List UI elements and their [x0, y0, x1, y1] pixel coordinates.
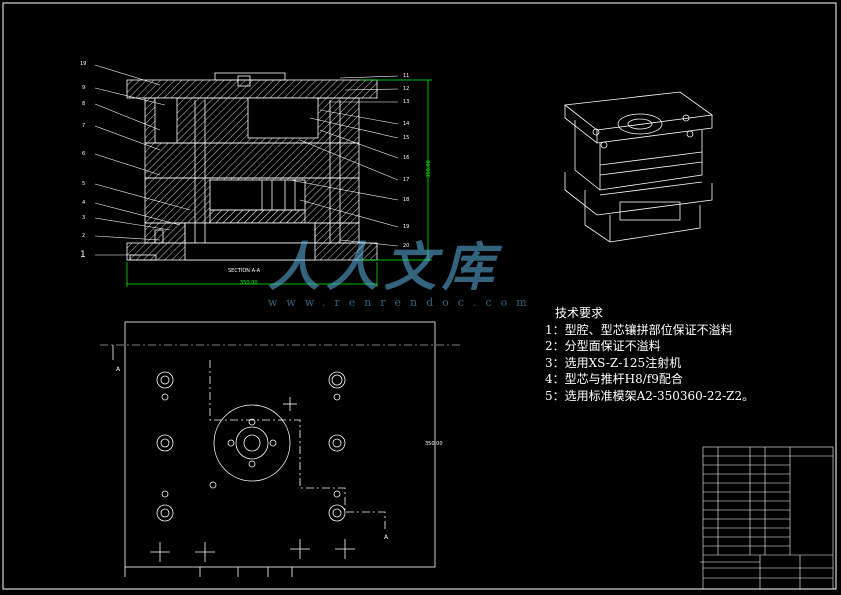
watermark: 人人文库 www.renrendoc.com: [268, 225, 536, 309]
tech-title: 技术要求: [555, 306, 604, 320]
tech-item: 1：型腔、型芯镶拼部位保证不溢料: [545, 322, 733, 337]
callout-left-6: 4: [82, 200, 86, 206]
callout-left-1: 9: [82, 85, 86, 91]
callout-right-8: 19: [403, 224, 410, 230]
technical-requirements: 技术要求 1：型腔、型芯镶拼部位保证不溢料 2：分型面保证不溢料 3：选用XS-…: [545, 305, 754, 404]
callout-left-9: 1: [80, 250, 86, 260]
plan-view: [100, 321, 460, 577]
height-dimension: 350.00: [425, 160, 432, 178]
callout-right-1: 12: [403, 86, 410, 92]
width-dimension: 350.00: [240, 280, 258, 286]
callout-left-4: 6: [82, 151, 86, 157]
section-view: [126, 72, 378, 261]
callout-right-2: 13: [403, 99, 410, 105]
callout-right-3: 14: [403, 121, 410, 127]
leaders-right: [289, 75, 399, 247]
section-label: SECTION A-A: [228, 268, 261, 274]
section-mark-bottom: A: [384, 534, 389, 541]
tech-item: 4：型芯与推杆H8/f9配合: [545, 372, 683, 386]
section-mark-top: A: [116, 366, 121, 373]
callout-left-0: 19: [80, 61, 87, 67]
watermark-url: www.renrendoc.com: [268, 296, 536, 309]
callout-left-7: 3: [82, 215, 86, 221]
leaders-left: [94, 64, 191, 256]
watermark-text: 人人文库: [268, 237, 501, 298]
callout-left-8: 2: [82, 233, 86, 239]
plan-height-dimension: 350.00: [425, 441, 443, 447]
callout-right-9: 20: [403, 243, 410, 249]
callout-right-6: 17: [403, 177, 410, 183]
tech-item: 2：分型面保证不溢料: [545, 339, 661, 353]
title-block: [700, 446, 834, 590]
callout-right-4: 15: [403, 135, 410, 141]
dimension-lines: [126, 79, 432, 287]
tech-item: 5：选用标准模架A2-350360-22-Z2。: [545, 388, 755, 403]
callout-left-2: 8: [82, 101, 86, 107]
callout-right-7: 18: [403, 197, 410, 203]
callout-left-5: 5: [82, 181, 86, 187]
isometric-view: [563, 91, 714, 243]
callout-left-3: 7: [82, 123, 86, 129]
callout-right-0: 11: [403, 73, 410, 79]
callout-right-5: 16: [403, 155, 410, 161]
tech-item: 3：选用XS-Z-125注射机: [545, 355, 682, 370]
